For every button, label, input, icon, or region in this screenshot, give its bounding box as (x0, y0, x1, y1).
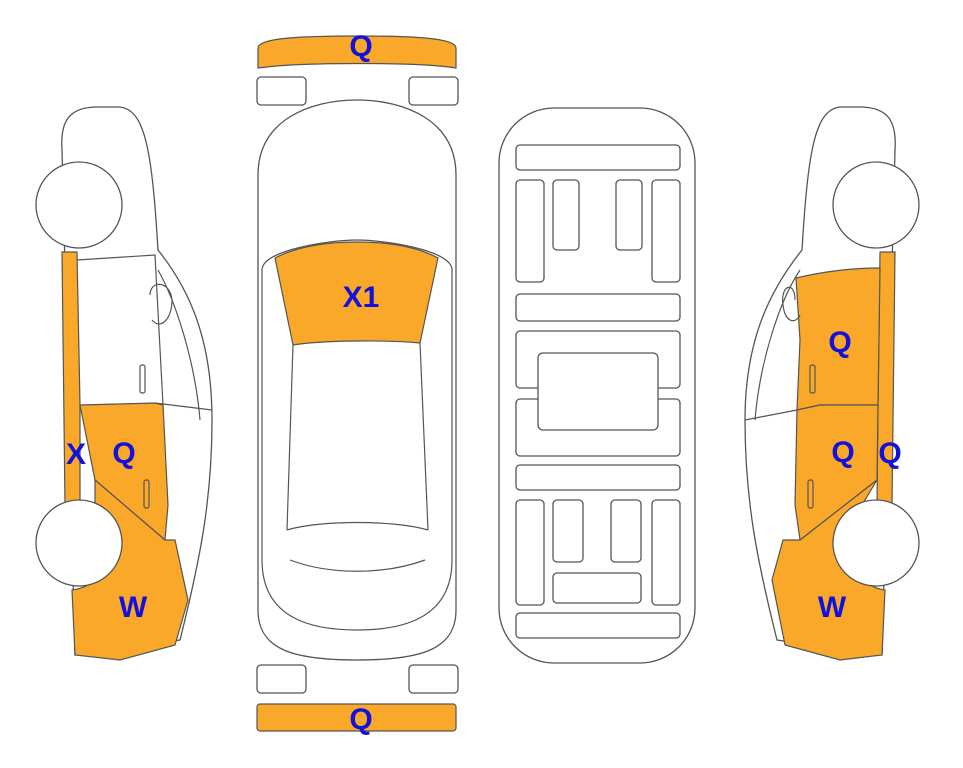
right-headlight (408, 76, 459, 106)
underside-panel (515, 179, 545, 283)
left-taillight (256, 664, 307, 694)
underside-panel (610, 499, 642, 563)
rear-bumper[interactable] (256, 703, 457, 732)
right-rear-door-handle (809, 364, 816, 394)
left-rocker-panel[interactable] (61, 251, 81, 506)
underside-panel (515, 144, 681, 171)
label-right-door-upper: Q (828, 326, 851, 359)
underside-panel (515, 293, 681, 322)
label-rear-bumper: Q (349, 703, 372, 736)
windshield[interactable] (274, 241, 439, 346)
front-bumper[interactable] (257, 35, 457, 69)
top-roof-lines (286, 342, 429, 572)
top-body-outline (257, 99, 457, 661)
left-headlight (256, 76, 307, 106)
underside-panel (515, 464, 681, 491)
right-taillight (408, 664, 459, 694)
label-windshield: X1 (343, 281, 380, 314)
underside-center-panel (537, 352, 659, 431)
right-front-door-handle (807, 479, 814, 509)
underside-panel (615, 179, 643, 251)
label-left-front-door: Q (112, 437, 135, 470)
underside-panel (651, 499, 681, 606)
label-left-front-fender: W (119, 591, 148, 624)
top-view: Q X1 Q (256, 30, 459, 736)
left-rear-wheel (35, 161, 123, 249)
underside-panel (515, 499, 545, 606)
left-front-door-handle (143, 479, 150, 509)
label-right-door-lower: Q (831, 436, 854, 469)
underside-panel (552, 179, 580, 251)
underside-view (498, 107, 696, 664)
right-side-view: Q Q Q W (744, 106, 920, 661)
right-window-lines (744, 269, 801, 421)
label-front-bumper: Q (349, 30, 372, 63)
label-right-rocker: Q (878, 437, 901, 470)
label-left-rocker: X (66, 438, 86, 471)
left-window-lines (76, 254, 213, 421)
left-side-view: X Q W (35, 106, 213, 661)
right-front-wheel (832, 499, 920, 587)
underside-panel (515, 612, 681, 639)
underside-panel (651, 179, 681, 283)
right-rear-wheel (832, 161, 920, 249)
left-front-wheel (35, 499, 123, 587)
top-cabin-outline (261, 239, 453, 631)
label-right-front-fender: W (818, 591, 847, 624)
underside-panel (552, 499, 584, 563)
left-rear-door-handle (139, 364, 146, 394)
underside-panel (552, 572, 642, 604)
